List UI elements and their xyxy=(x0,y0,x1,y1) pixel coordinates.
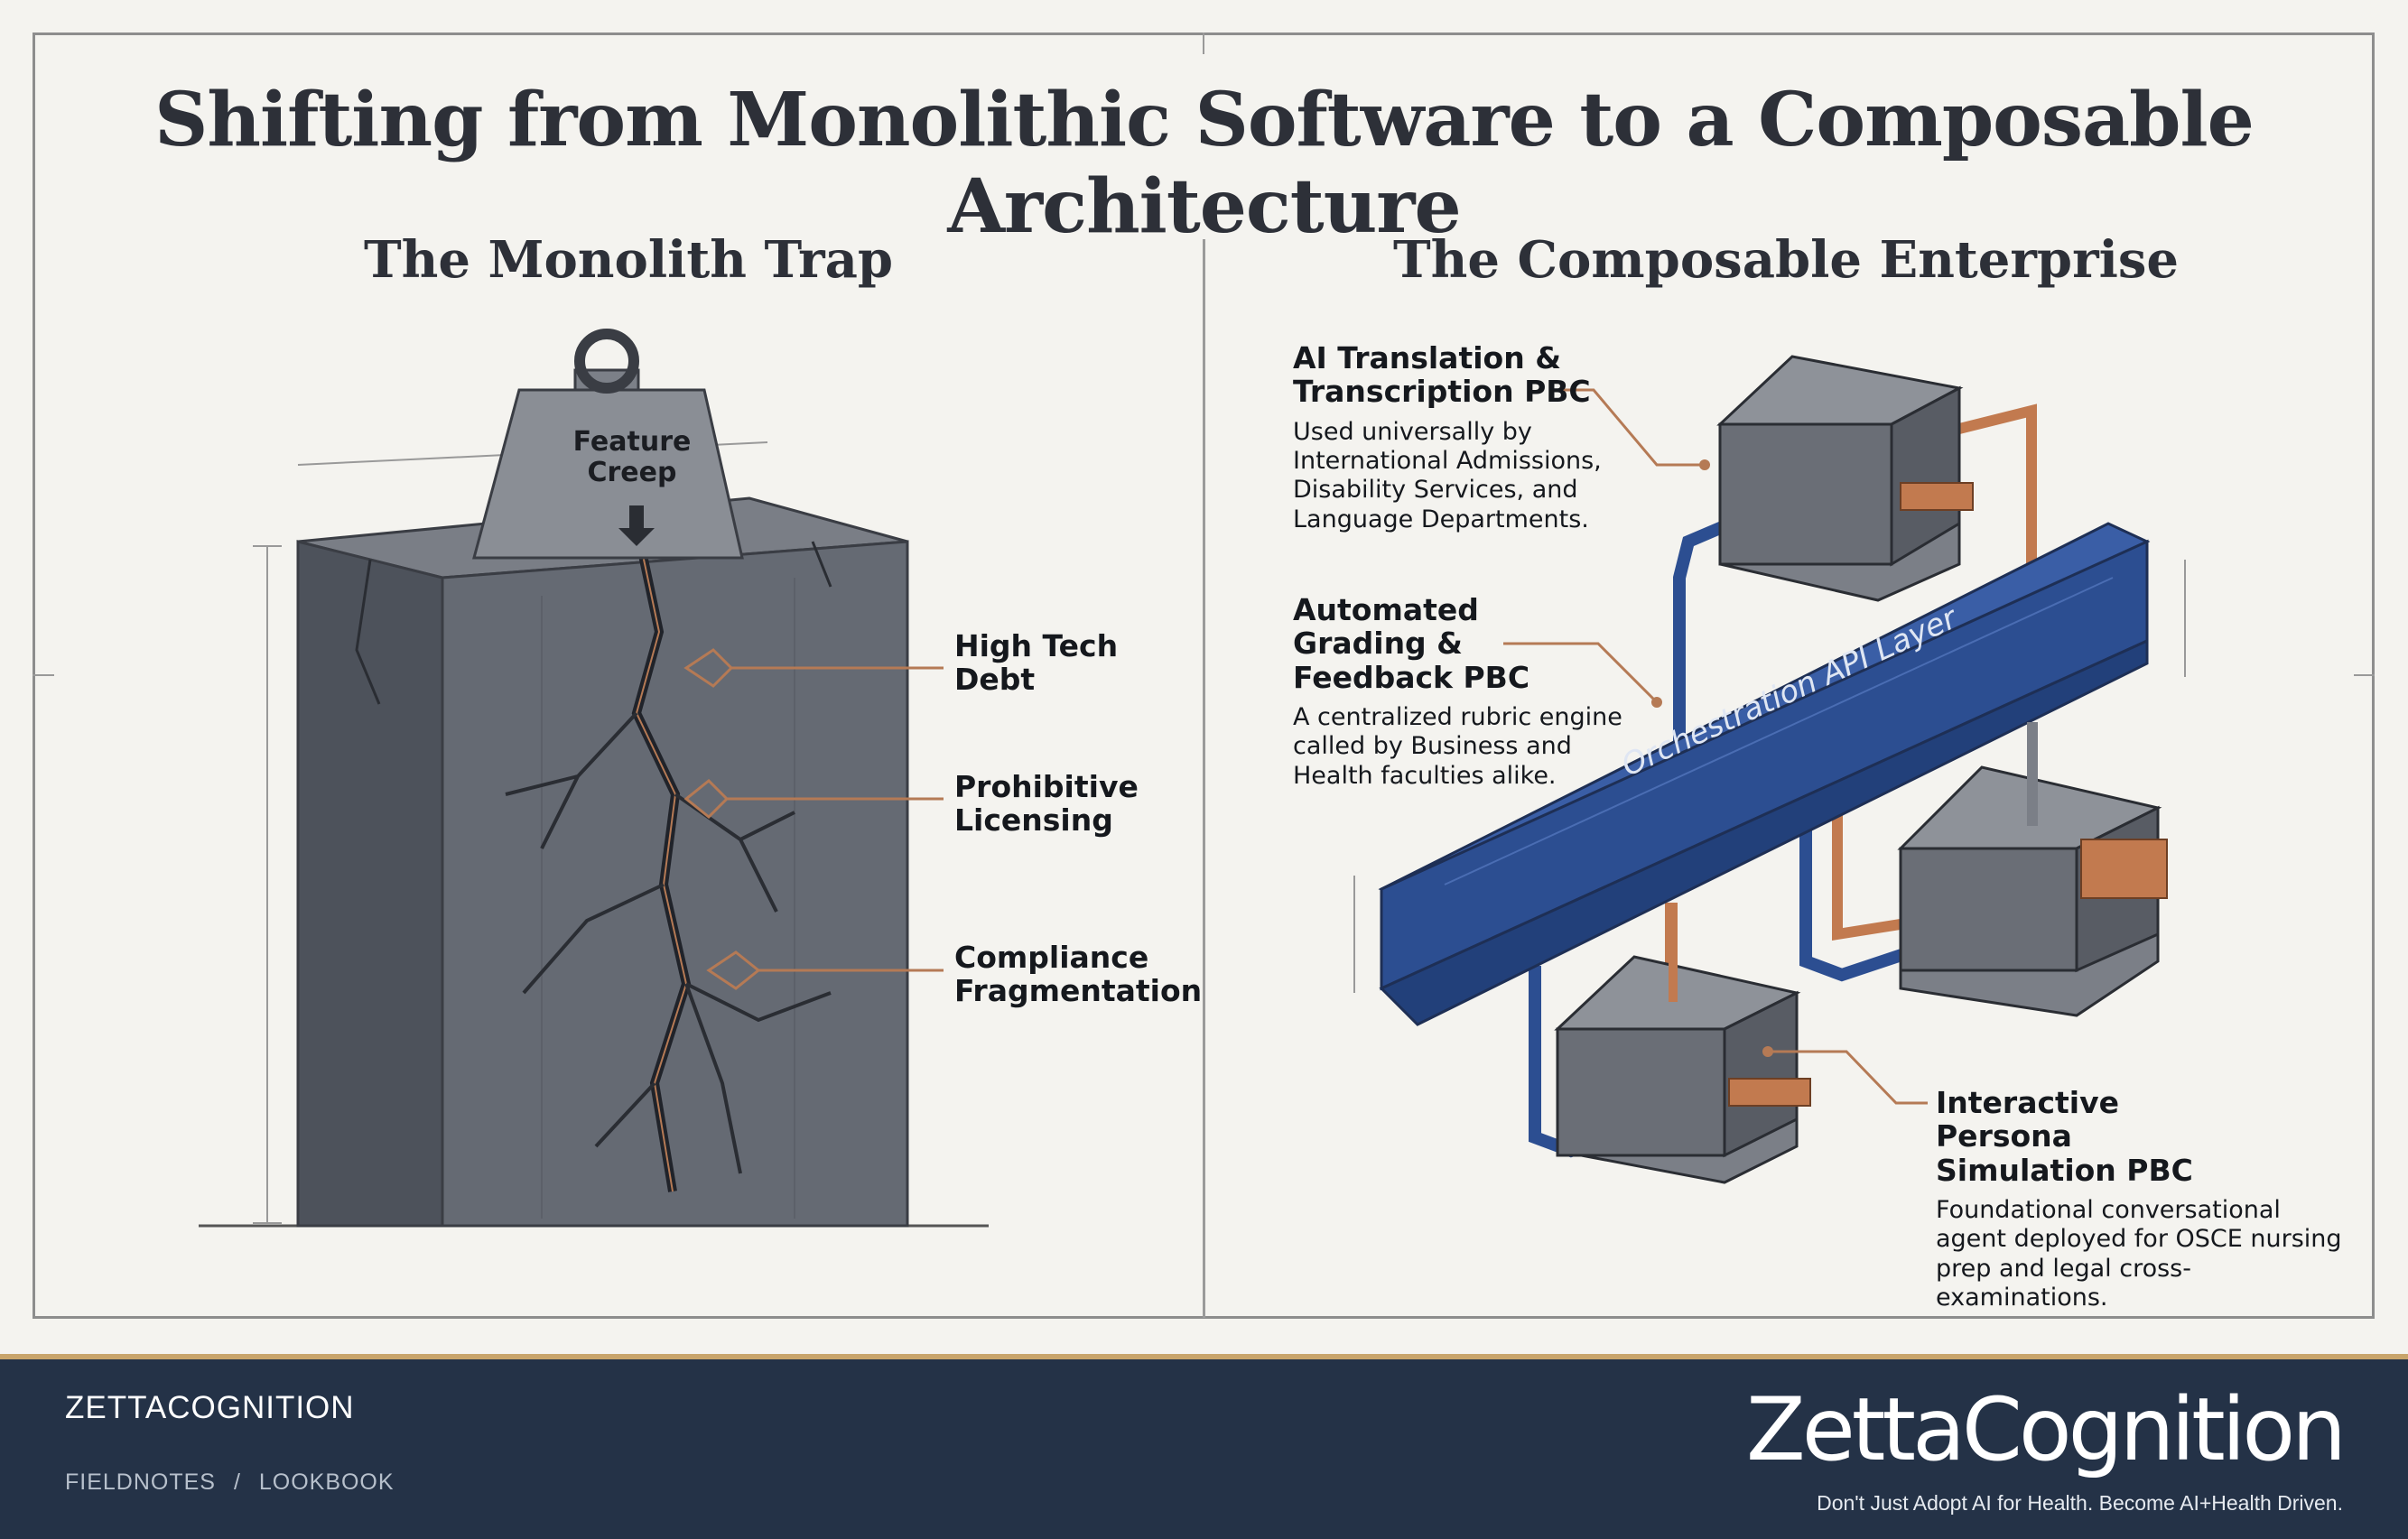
translation-pbc-box xyxy=(1716,355,1974,602)
logo-tagline: Don't Just Adopt AI for Health. Become A… xyxy=(1817,1491,2343,1515)
breadcrumb: FIELDNOTES / LOOKBOOK xyxy=(65,1469,395,1496)
grading-pbc-description: A centralized rubric engine called by Bu… xyxy=(1293,702,1622,790)
breadcrumb-separator: / xyxy=(233,1469,241,1495)
persona-pbc-description: Foundational conversational agent deploy… xyxy=(1936,1195,2342,1312)
grading-pbc-title: Automated Grading & Feedback PBC xyxy=(1293,592,1530,695)
persona-pbc-title: Interactive Persona Simulation PBC xyxy=(1936,1085,2193,1188)
translation-pbc-callout: AI Translation & Transcription PBC Used … xyxy=(1293,341,1627,534)
center-divider xyxy=(1203,239,1205,1318)
breadcrumb-lookbook[interactable]: LOOKBOOK xyxy=(258,1469,395,1495)
page-title: Shifting from Monolithic Software to a C… xyxy=(154,77,2255,250)
persona-pbc-callout: Interactive Persona Simulation PBC Found… xyxy=(1936,1086,2356,1312)
grading-pbc-callout: Automated Grading & Feedback PBC A centr… xyxy=(1293,593,1636,791)
logo-wordmark: ZettaCognition xyxy=(1745,1379,2347,1480)
footer-bar: ZETTACOGNITION FIELDNOTES / LOOKBOOK Zet… xyxy=(0,1354,2408,1539)
monolith-illustration xyxy=(199,329,989,1228)
translation-pbc-description: Used universally by International Admiss… xyxy=(1293,417,1602,533)
persona-pbc-box xyxy=(1554,955,1811,1184)
footer-brand[interactable]: ZETTACOGNITION xyxy=(65,1390,355,1425)
crack-label-licensing: Prohibitive Licensing xyxy=(954,769,1139,839)
composable-heading: The Composable Enterprise xyxy=(1392,230,2180,290)
composable-illustration xyxy=(1353,355,2186,1184)
crack-label-compliance: Compliance Fragmentation xyxy=(954,940,1203,1009)
crack-label-tech-debt: High Tech Debt xyxy=(954,628,1119,698)
monolith-heading: The Monolith Trap xyxy=(363,230,894,290)
breadcrumb-fieldnotes[interactable]: FIELDNOTES xyxy=(65,1469,216,1495)
translation-pbc-title: AI Translation & Transcription PBC xyxy=(1293,340,1591,410)
zettacognition-logo[interactable]: ZettaCognition Don't Just Adopt AI for H… xyxy=(1745,1379,2347,1516)
diagram-artwork xyxy=(33,32,2375,1228)
feature-creep-label: Feature Creep xyxy=(572,426,692,488)
